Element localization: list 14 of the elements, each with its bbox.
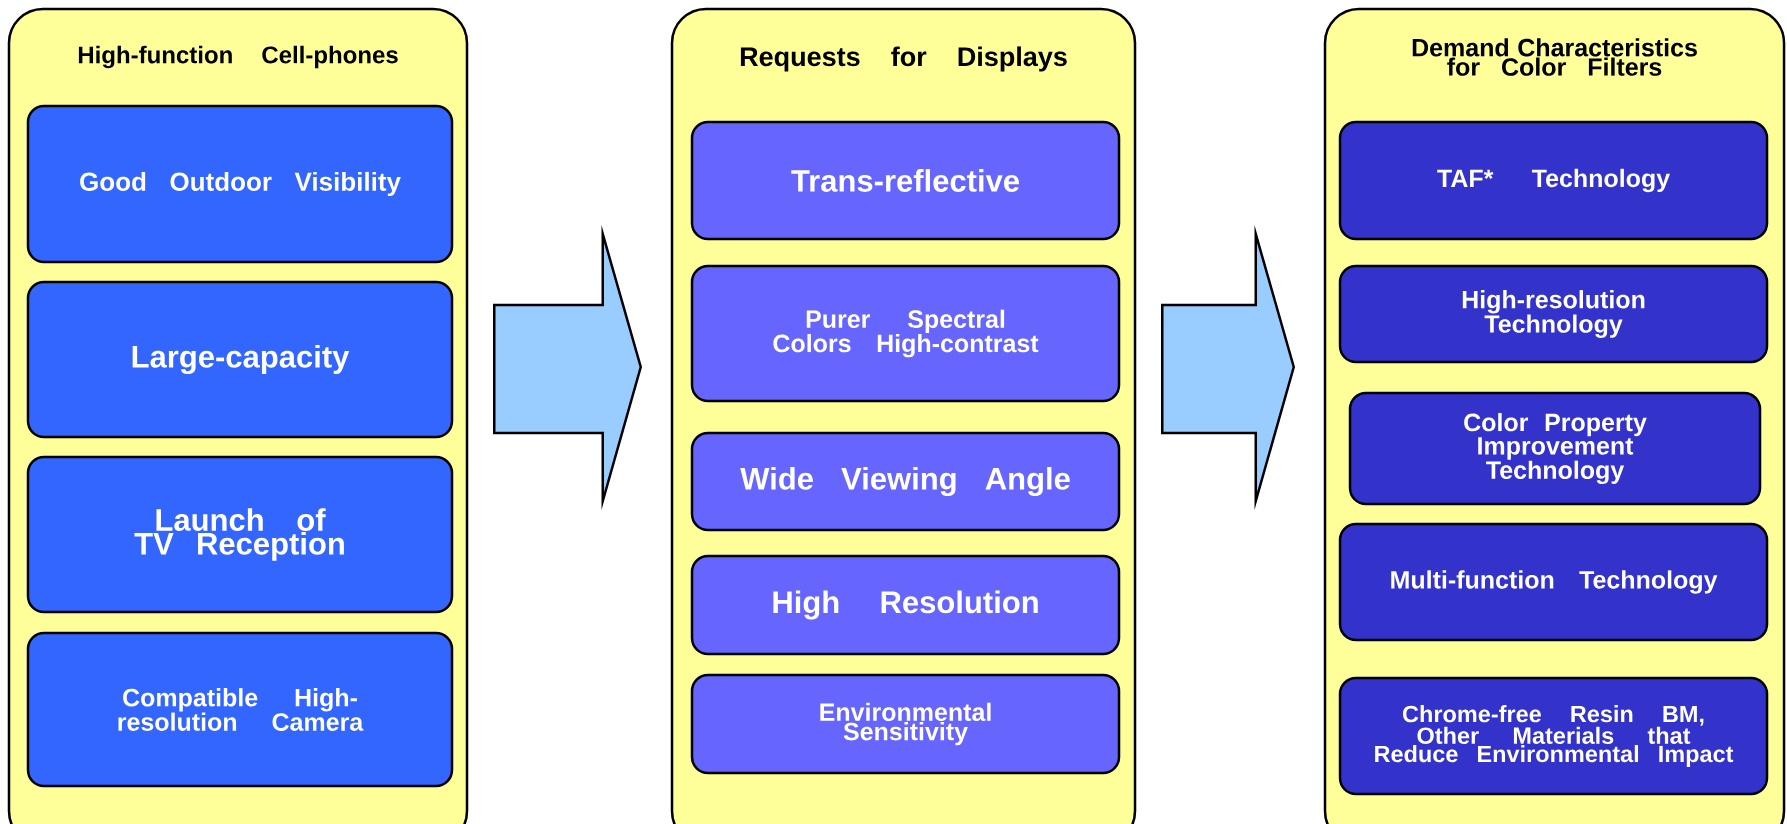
text-box: Environmental Sensitivity bbox=[690, 673, 1121, 775]
text-box: Large-capacity bbox=[26, 280, 454, 439]
text-box: Trans-reflective bbox=[690, 120, 1121, 241]
text-box: Launch of TV Reception bbox=[26, 455, 454, 614]
text-box: Good Outdoor Visibility bbox=[26, 104, 454, 264]
text-box: Purer Spectral Colors High-contrast bbox=[690, 264, 1121, 403]
text-box: Compatible High-resolution Camera bbox=[26, 631, 454, 788]
text-box: High Resolution bbox=[690, 554, 1121, 656]
text-box: Wide Viewing Angle bbox=[690, 431, 1121, 532]
text-box: TAF* Technology bbox=[1338, 120, 1769, 241]
text-box: High-resolution Technology bbox=[1338, 264, 1769, 364]
text-box: Chrome-free Resin BM, Other Materials that Reduce Environmental Impact bbox=[1338, 676, 1769, 796]
text-box: Color Property Improvement Technology bbox=[1348, 391, 1762, 506]
text-box: Multi-function Technology bbox=[1338, 522, 1769, 642]
